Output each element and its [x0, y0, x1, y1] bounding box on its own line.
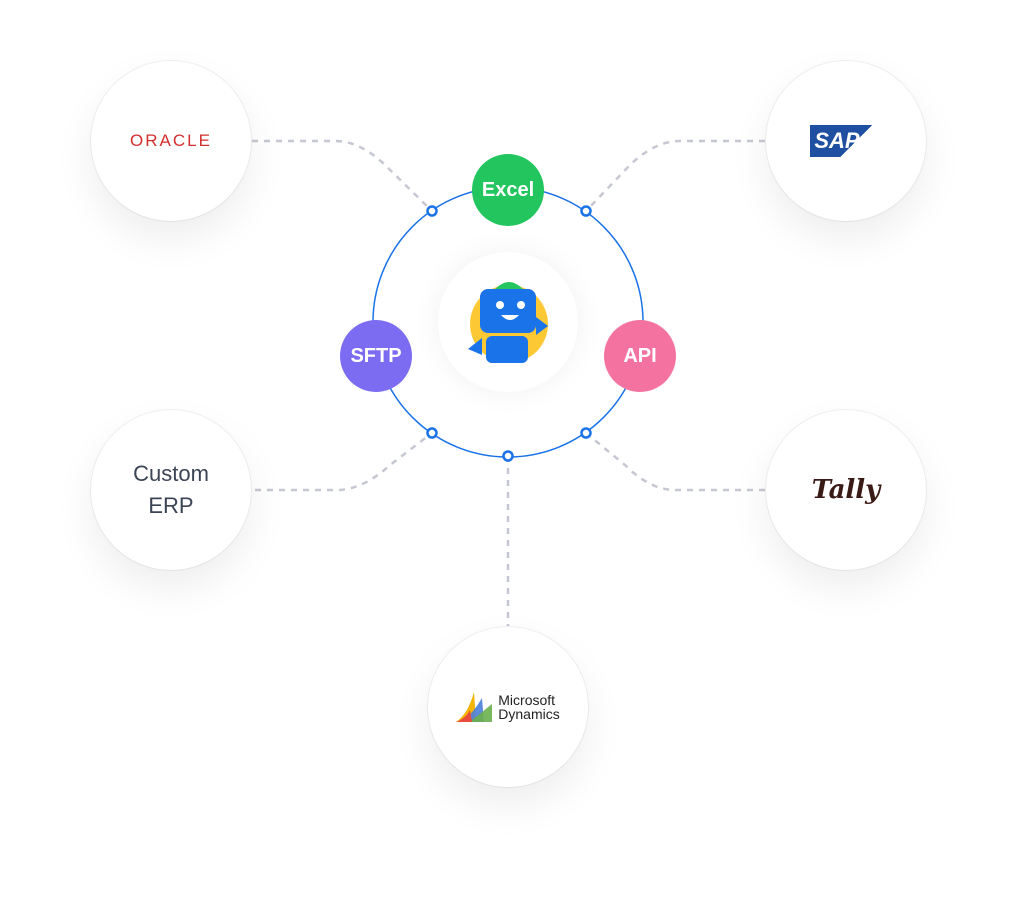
ms-label: Dynamics	[498, 706, 560, 722]
line-tally	[585, 432, 765, 492]
system-sap[interactable]: SAP	[766, 61, 926, 221]
connector-label: Excel	[481, 178, 535, 201]
tally-logo: Tally	[811, 475, 881, 505]
ring-dot	[426, 205, 438, 217]
custom-erp-label: ERP	[148, 493, 194, 518]
connector-api[interactable]: API	[604, 320, 676, 392]
ms-label: Microsoft	[498, 692, 556, 708]
line-oracle	[252, 139, 433, 212]
sap-logo: SAP	[810, 125, 882, 157]
connector-label: SFTP	[350, 344, 402, 367]
ring-dot	[426, 427, 438, 439]
system-oracle[interactable]: ORACLE	[91, 61, 251, 221]
connector-excel[interactable]: Excel	[472, 154, 544, 226]
connector-label: API	[623, 344, 657, 367]
line-custom-erp	[255, 432, 433, 492]
oracle-logo: ORACLE	[130, 131, 212, 150]
custom-erp-label: Custom	[133, 461, 209, 486]
line-sap	[585, 139, 765, 212]
hub	[438, 252, 578, 392]
ring-dot	[502, 450, 514, 462]
connector-sftp[interactable]: SFTP	[340, 320, 412, 392]
robot-icon	[468, 282, 548, 363]
ring-dot	[580, 427, 592, 439]
microsoft-dynamics-logo-icon	[456, 692, 493, 722]
system-tally[interactable]: Tally	[766, 410, 926, 570]
ring-dot	[580, 205, 592, 217]
